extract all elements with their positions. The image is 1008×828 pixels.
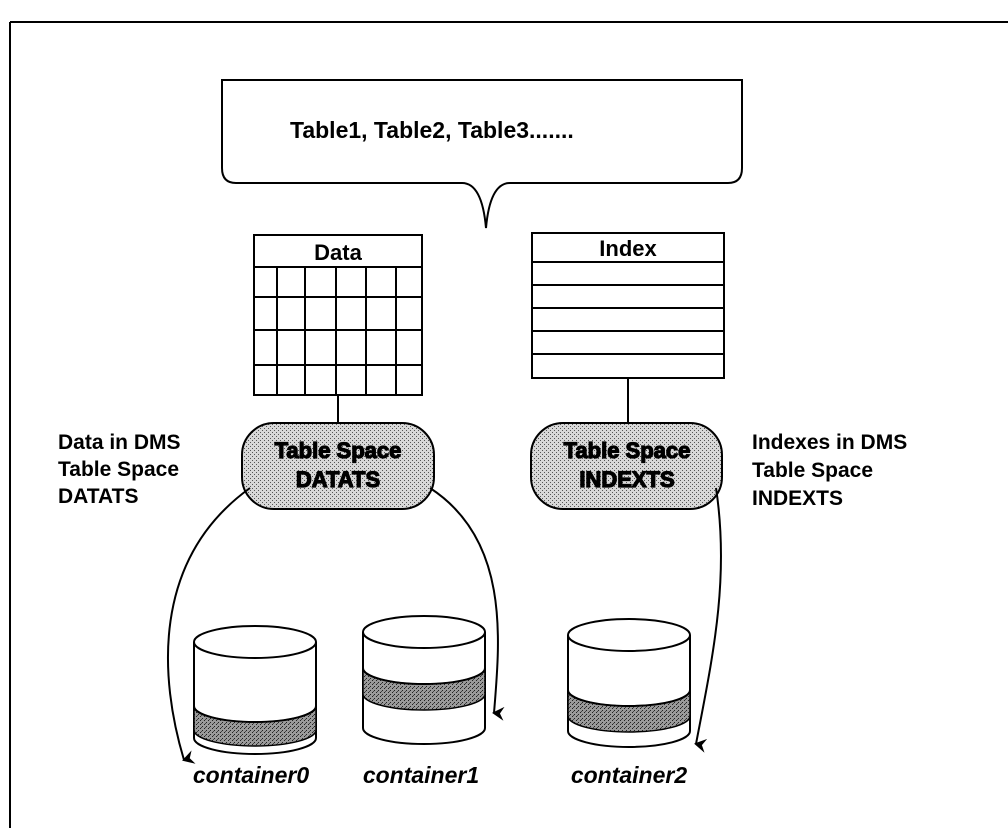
note-data-line1: Data in DMS: [58, 431, 181, 454]
container2-cylinder: [567, 618, 691, 748]
tablespace-datats-line2: DATATS: [296, 467, 380, 492]
data-table-header: Data: [314, 240, 362, 265]
container1-cylinder: [362, 615, 486, 745]
note-index-line3: INDEXTS: [752, 487, 843, 510]
arrow-indexts-to-container2: [694, 487, 723, 753]
tablespace-indexts: Table Space INDEXTS: [530, 422, 723, 510]
note-data: Data in DMS Table Space DATATS: [58, 431, 181, 508]
tablespace-datats-line1: Table Space: [275, 438, 402, 463]
index-table: Index: [531, 232, 725, 379]
index-table-header: Index: [599, 236, 657, 261]
container1-label: container1: [363, 762, 479, 788]
outer-frame: [9, 21, 1008, 828]
note-index-line2: Table Space: [752, 459, 873, 482]
tablespace-datats: Table Space DATATS: [241, 422, 435, 510]
note-index-line1: Indexes in DMS: [752, 431, 907, 454]
data-table: Data: [253, 234, 423, 396]
note-index: Indexes in DMS Table Space INDEXTS: [752, 431, 907, 510]
tablespace-indexts-line2: INDEXTS: [579, 467, 674, 492]
note-data-line3: DATATS: [58, 485, 138, 508]
container2-label: container2: [571, 762, 688, 788]
arrow-datats-to-container0: [166, 487, 251, 764]
container0-cylinder: [193, 625, 317, 755]
arrow-datats-to-container1: [429, 487, 505, 721]
tables-callout: Table1, Table2, Table3.......: [221, 79, 743, 229]
note-data-line2: Table Space: [58, 458, 179, 481]
container0-label: container0: [193, 762, 310, 788]
tables-label: Table1, Table2, Table3.......: [290, 117, 574, 143]
tablespace-indexts-line1: Table Space: [564, 438, 691, 463]
